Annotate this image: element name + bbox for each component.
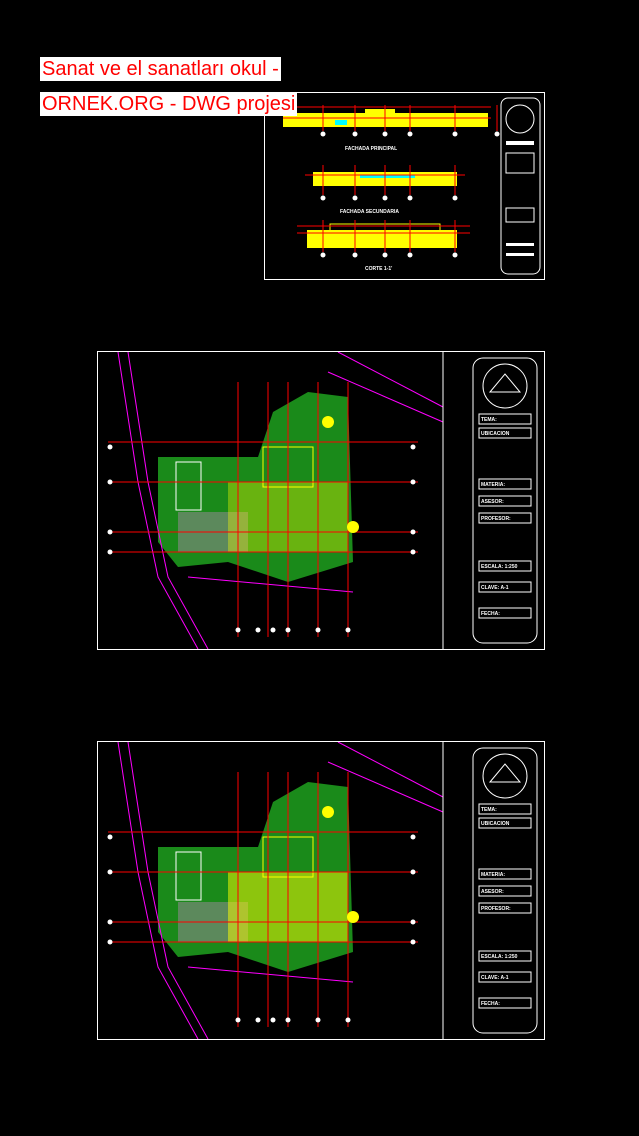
title-block-field: CLAVE: A-1	[481, 585, 509, 591]
corte-1-1	[297, 223, 470, 248]
title-block-field: MATERIA:	[481, 482, 505, 488]
site-plan-sheet-2: TEMA: UBICACION MATERIA: ASESOR: PROFESOR: ES…	[97, 741, 545, 1040]
site-plan-sheet-1: TEMA: UBICACION MATERIA: ASESOR: PROFESOR: ES…	[97, 351, 545, 650]
title-block-field: UBICACION	[481, 821, 510, 827]
title-block: TEMA: UBICACION MATERIA: ASESOR: PROFESOR: ES…	[472, 747, 538, 1034]
title-block-field: ASESOR:	[481, 889, 504, 895]
site-plan-drawing: TEMA: UBICACION MATERIA: ASESOR: PROFESOR: ES…	[107, 742, 538, 1039]
watermark-title-line2: ORNEK.ORG - DWG projesi	[40, 92, 298, 116]
title-block-field: CLAVE: A-1	[481, 975, 509, 981]
label-fachada-secundaria: FACHADA SECUNDARIA	[340, 209, 399, 215]
title-block-field: PROFESOR:	[481, 906, 511, 912]
title-block-field: PROFESOR:	[481, 516, 511, 522]
title-block-field: FECHA:	[481, 611, 500, 617]
title-block-field: FECHA:	[481, 1001, 500, 1007]
watermark-title-line1: Sanat ve el sanatları okul -	[40, 57, 281, 81]
title-block-field: ASESOR:	[481, 499, 504, 505]
title-block-field: TEMA:	[481, 417, 497, 423]
title-block-field: TEMA:	[481, 807, 497, 813]
elevations-drawing: FACHADA PRINCIPAL FACHADA SECUNDARIA COR…	[283, 97, 541, 275]
site-plan-drawing: TEMA: UBICACION MATERIA: ASESOR: PROFESOR: ES…	[107, 352, 538, 649]
label-corte: CORTE 1-1'	[365, 266, 392, 272]
title-block-field: MATERIA:	[481, 872, 505, 878]
label-fachada-principal: FACHADA PRINCIPAL	[345, 146, 397, 152]
title-block-field: UBICACION	[481, 431, 510, 437]
title-block-field: ESCALA: 1:250	[481, 564, 518, 570]
title-block-field: ESCALA: 1:250	[481, 954, 518, 960]
elevations-sheet: FACHADA PRINCIPAL FACHADA SECUNDARIA COR…	[264, 92, 545, 280]
title-block	[500, 97, 541, 275]
fachada-principal	[283, 106, 491, 127]
title-block: TEMA: UBICACION MATERIA: ASESOR: PROFESOR: ES…	[472, 357, 538, 644]
